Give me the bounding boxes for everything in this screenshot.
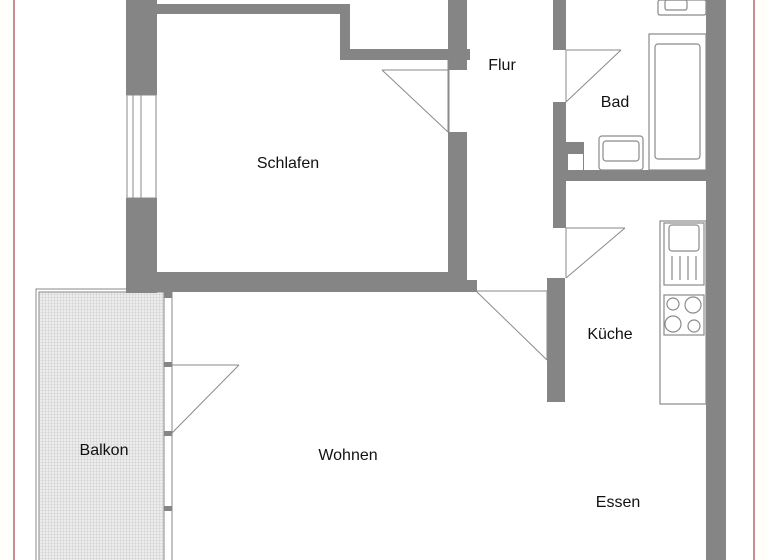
wall-schlafen-bottom [126, 272, 466, 292]
balcony-window-frame [163, 291, 173, 560]
balcony-floor [38, 291, 165, 560]
room-label-kueche: Küche [587, 326, 633, 343]
window-schlafen [126, 94, 157, 199]
bathroom-fixtures [598, 0, 707, 171]
walls [126, 0, 726, 560]
wall-schlafen-left-upper [126, 0, 157, 95]
room-label-flur: Flur [488, 57, 516, 74]
bathtub [648, 33, 707, 171]
room-label-schlafen: Schlafen [256, 155, 320, 172]
wall-flur-left-upper [448, 0, 467, 70]
door-swings [171, 49, 626, 434]
stove [663, 294, 705, 336]
washbasin [598, 135, 644, 171]
door-bad[interactable] [565, 49, 622, 103]
frame-border-left [13, 0, 15, 560]
toilet [657, 0, 707, 16]
balcony [35, 288, 167, 560]
kitchen-fixtures [659, 220, 707, 405]
wall-bad-left-lower [553, 102, 566, 228]
door-balkon[interactable] [171, 364, 240, 434]
door-schlafen[interactable] [381, 60, 449, 133]
room-label-wohnen: Wohnen [318, 447, 378, 464]
bad-shaft-opening [568, 154, 583, 170]
wall-bad-bottom [566, 170, 706, 181]
wall-schlafen-top [157, 4, 350, 14]
wall-exterior-right [706, 0, 726, 560]
wall-schlafen-notch-horizontal [340, 49, 470, 60]
wall-bad-left-upper [553, 0, 566, 50]
frame-border-right [753, 0, 755, 560]
wall-flur-left-lower [448, 132, 467, 282]
door-wohnen[interactable] [475, 290, 548, 361]
room-label-balkon: Balkon [79, 442, 129, 459]
wall-kueche-left [547, 278, 565, 402]
door-kueche[interactable] [565, 227, 626, 279]
sink [663, 222, 705, 286]
room-label-essen: Essen [595, 494, 641, 511]
room-label-bad: Bad [600, 94, 630, 111]
wall-schlafen-notch-vertical [340, 4, 350, 60]
kitchen-counter [659, 220, 707, 405]
wall-stub [466, 280, 477, 292]
